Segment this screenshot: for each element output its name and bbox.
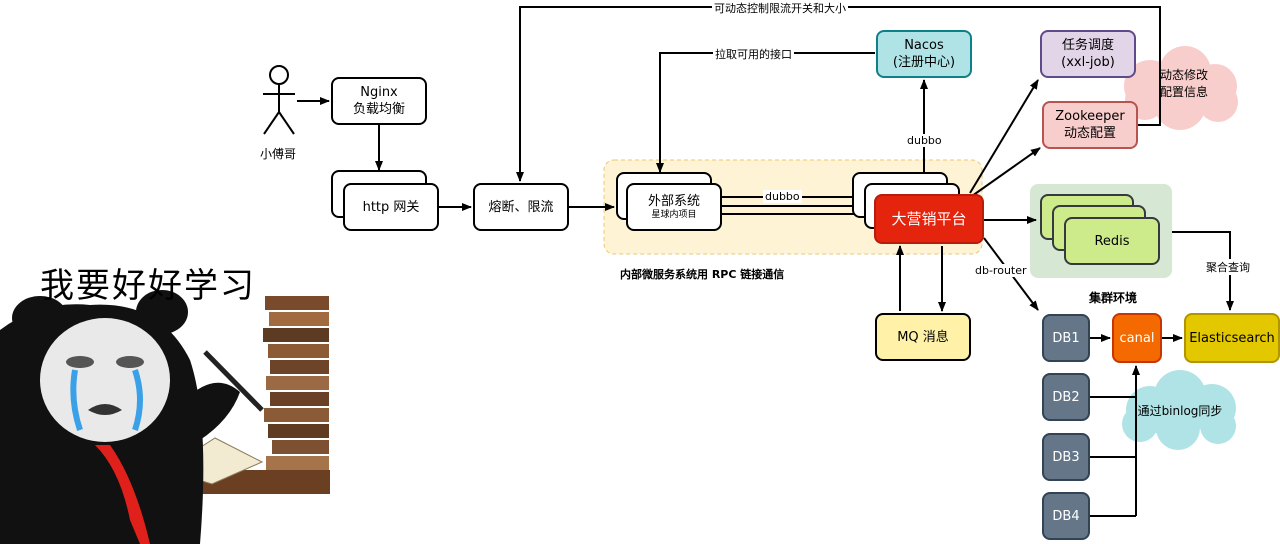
db-router-label: db-router [973,264,1029,277]
mq-label: MQ 消息 [897,329,949,345]
binlog-cloud [1122,370,1236,450]
meme-illustration [0,290,330,544]
dynamic-config-line1: 动态修改 [1159,68,1208,82]
circuit-breaker-node[interactable]: 熔断、限流 [473,183,569,231]
elasticsearch-label: Elasticsearch [1189,330,1275,346]
http-gateway-node[interactable]: http 网关 [343,183,439,231]
marketing-platform-node[interactable]: 大营销平台 [874,194,984,244]
http-gateway-label: http 网关 [362,199,420,215]
db4-label: DB4 [1052,508,1080,524]
cluster-env-label: 集群环境 [1089,291,1138,305]
dubbo-nacos-label: dubbo [905,134,944,147]
canal-node[interactable]: canal [1112,313,1162,363]
db2-label: DB2 [1052,389,1080,405]
db3-label: DB3 [1052,449,1080,465]
task-scheduler-subtitle: (xxl-job) [1061,55,1115,70]
nginx-title: Nginx [360,85,398,100]
task-scheduler-title: 任务调度 [1061,38,1114,53]
nginx-subtitle: 负载均衡 [352,102,405,117]
circuit-breaker-label: 熔断、限流 [488,199,554,215]
zookeeper-title: Zookeeper [1055,109,1125,124]
actor-icon [263,65,295,135]
top-control-label: 可动态控制限流开关和大小 [712,0,848,16]
pull-interfaces-label: 拉取可用的接口 [713,46,794,62]
redis-label: Redis [1094,233,1130,249]
external-system-subtitle: 星球内项目 [651,210,697,220]
db1-label: DB1 [1052,330,1080,346]
nacos-subtitle: (注册中心) [892,55,956,70]
nacos-title: Nacos [904,38,944,53]
dynamic-config-cloud [1124,46,1238,130]
dubbo-external-label: dubbo [763,190,802,203]
dynamic-config-cloud-text: 动态修改 配置信息 [1144,67,1224,101]
mq-node[interactable]: MQ 消息 [875,313,971,361]
redis-node[interactable]: Redis [1064,217,1160,265]
db4-node[interactable]: DB4 [1042,492,1090,540]
marketing-platform-label: 大营销平台 [891,209,967,228]
meme-caption: 我要好好学习 [40,266,256,306]
db3-node[interactable]: DB3 [1042,433,1090,481]
nginx-node[interactable]: Nginx 负载均衡 [331,77,427,125]
task-scheduler-node[interactable]: 任务调度 (xxl-job) [1040,30,1136,78]
binlog-cloud-text: 通过binlog同步 [1137,404,1223,418]
external-system-node[interactable]: 外部系统 星球内项目 [626,183,722,231]
external-system-title: 外部系统 [647,194,700,209]
zookeeper-node[interactable]: Zookeeper 动态配置 [1042,101,1138,149]
actor-label: 小傅哥 [260,147,297,161]
db1-node[interactable]: DB1 [1042,314,1090,362]
dynamic-config-line2: 配置信息 [1159,85,1208,99]
nacos-node[interactable]: Nacos (注册中心) [876,30,972,78]
aggregate-query-label: 聚合查询 [1204,259,1252,275]
canal-label: canal [1119,330,1155,346]
rpc-note-label: 内部微服务系统用 RPC 链接通信 [620,268,785,281]
db2-node[interactable]: DB2 [1042,373,1090,421]
elasticsearch-node[interactable]: Elasticsearch [1184,313,1280,363]
zookeeper-subtitle: 动态配置 [1063,126,1116,141]
